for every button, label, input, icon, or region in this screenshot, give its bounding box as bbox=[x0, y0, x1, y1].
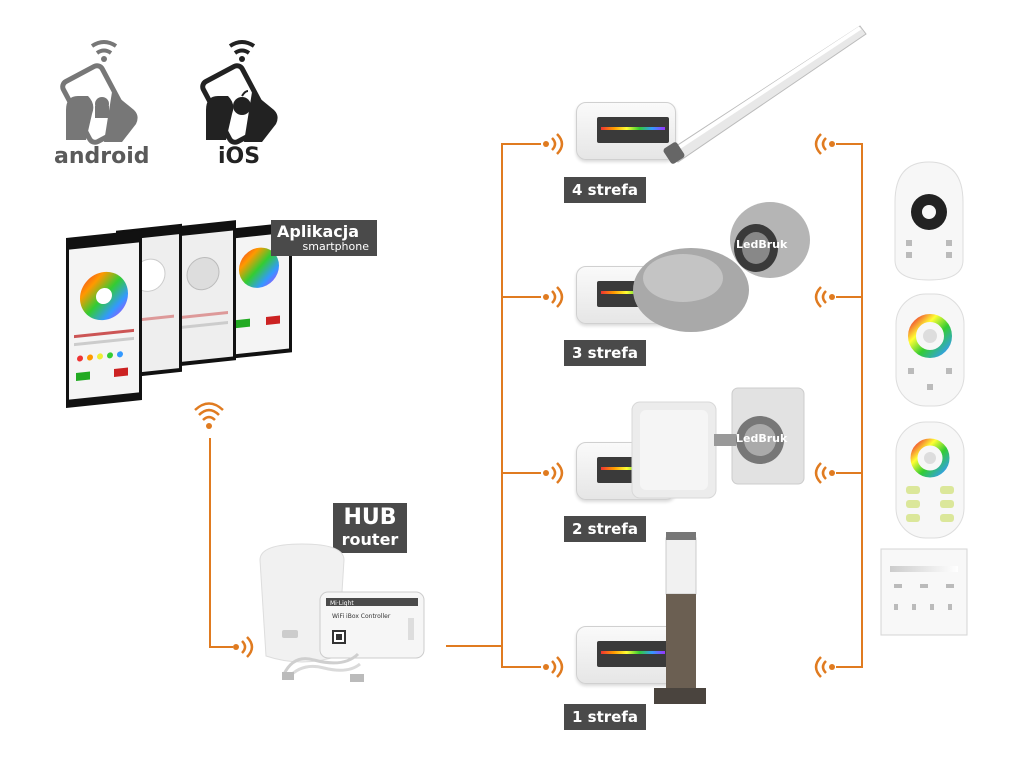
wifi-signal-icon bbox=[194, 400, 224, 434]
hub-controller-brand: Mi·Light bbox=[330, 600, 354, 607]
app-screens-image bbox=[66, 218, 294, 408]
wire-remote-bus-right bbox=[861, 143, 863, 668]
bollard-lamp-image bbox=[650, 532, 710, 710]
wifi-signal-icon bbox=[542, 284, 568, 314]
zone-1-controller-image bbox=[576, 626, 676, 684]
hub-label-subtitle: router bbox=[341, 530, 399, 549]
wire-zone-bus-left bbox=[501, 143, 503, 668]
wire-zone-1 bbox=[501, 666, 541, 668]
wifi-signal-icon bbox=[810, 131, 836, 161]
remote-rgbw-image bbox=[894, 292, 966, 408]
wifi-signal-icon bbox=[542, 654, 568, 684]
ios-phone-icon bbox=[200, 40, 286, 146]
wall-panel-image bbox=[880, 548, 968, 636]
wire-remote-3 bbox=[836, 296, 862, 298]
wire-remote-2 bbox=[836, 472, 862, 474]
android-phone-icon bbox=[60, 40, 146, 146]
zone-3-label: 3 strefa bbox=[564, 340, 646, 366]
wifi-signal-icon bbox=[232, 634, 258, 664]
hub-controller-image: Mi·Light WiFi iBox Controller bbox=[318, 588, 432, 664]
wifi-signal-icon bbox=[810, 654, 836, 684]
wire-remote-1 bbox=[836, 666, 862, 668]
remote-4zone-image bbox=[894, 420, 966, 540]
zone-4-label: 4 strefa bbox=[564, 177, 646, 203]
zone-4-controller-image bbox=[576, 102, 676, 160]
usb-cable-image bbox=[278, 640, 368, 688]
app-label: Aplikacja smartphone bbox=[271, 220, 377, 256]
led-bar-image bbox=[660, 20, 870, 170]
wire-app-hub-vertical bbox=[209, 438, 211, 648]
hub-controller-text: WiFi iBox Controller bbox=[332, 613, 391, 620]
stone-lamp-image bbox=[628, 240, 754, 336]
wire-zone-3 bbox=[501, 296, 541, 298]
cube-lamp-image bbox=[628, 398, 720, 502]
app-label-subtitle: smartphone bbox=[302, 240, 369, 253]
zone-1-label: 1 strefa bbox=[564, 704, 646, 730]
wire-app-hub-horizontal bbox=[209, 646, 233, 648]
hub-label-title: HUB bbox=[343, 505, 397, 530]
ios-label: iOS bbox=[218, 144, 261, 169]
wire-hub-zones bbox=[446, 645, 503, 647]
wifi-signal-icon bbox=[542, 460, 568, 490]
wifi-signal-icon bbox=[810, 284, 836, 314]
stone-lamp-brand: LedBruk bbox=[736, 238, 788, 251]
cube-lamp-brand: LedBruk bbox=[736, 432, 788, 445]
wire-remote-4 bbox=[836, 143, 862, 145]
stone-lamp-open-image: LedBruk bbox=[722, 196, 812, 282]
wifi-signal-icon bbox=[542, 131, 568, 161]
hub-label: HUB router bbox=[333, 503, 407, 553]
cube-lamp-open-image: LedBruk bbox=[712, 384, 808, 488]
android-label: android bbox=[54, 144, 150, 169]
remote-dimmer-image bbox=[892, 160, 966, 282]
wire-zone-2 bbox=[501, 472, 541, 474]
app-label-title: Aplikacja bbox=[277, 222, 360, 241]
zone-2-label: 2 strefa bbox=[564, 516, 646, 542]
wire-zone-4 bbox=[501, 143, 541, 145]
wifi-signal-icon bbox=[810, 460, 836, 490]
